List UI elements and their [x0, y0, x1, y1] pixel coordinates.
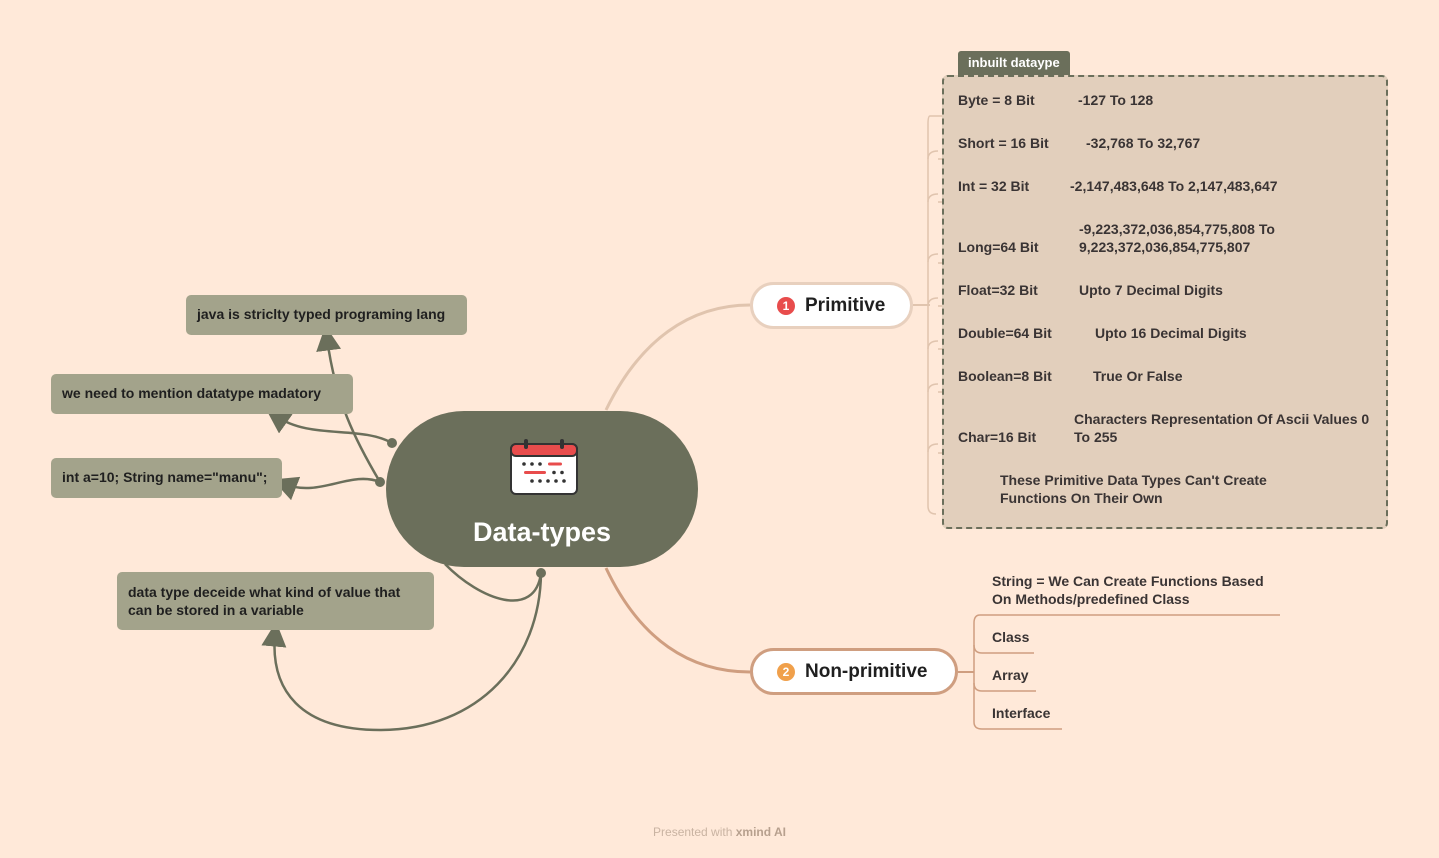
type-range-long: -9,223,372,036,854,775,808 To 9,223,372,…	[1079, 221, 1275, 255]
note-definition[interactable]: data type deceide what kind of value tha…	[117, 572, 434, 630]
type-range-boolean: True Or False	[1093, 368, 1183, 384]
primitive-branch[interactable]: 1 Primitive	[750, 282, 913, 329]
type-range-double: Upto 16 Decimal Digits	[1095, 325, 1247, 341]
boundary-title: inbuilt dataype	[958, 51, 1070, 75]
type-name-long: Long=64 Bit	[958, 239, 1039, 255]
non-primitive-interface: Interface	[992, 705, 1051, 721]
note-text: java is striclty typed programing lang	[197, 306, 446, 322]
type-name-double: Double=64 Bit	[958, 325, 1052, 341]
type-name-char: Char=16 Bit	[958, 429, 1037, 445]
primitive-label: Primitive	[805, 294, 886, 316]
footer-prefix: Presented with	[653, 825, 733, 839]
type-range-float: Upto 7 Decimal Digits	[1079, 282, 1223, 298]
non-primitive-badge: 2	[777, 662, 795, 681]
type-name-byte: Byte = 8 Bit	[958, 92, 1035, 108]
type-name-boolean: Boolean=8 Bit	[958, 368, 1052, 384]
footer-credit: Presented with xmind AI	[0, 825, 1439, 839]
note-text: int a=10; String name="manu";	[62, 469, 268, 485]
non-primitive-string: String = We Can Create Functions Based O…	[992, 573, 1264, 607]
type-range-char: Characters Representation Of Ascii Value…	[1074, 411, 1370, 445]
primitive-boundary[interactable]	[942, 75, 1388, 529]
type-name-int: Int = 32 Bit	[958, 178, 1030, 194]
non-primitive-branch[interactable]: 2 Non-primitive	[750, 648, 958, 695]
type-name-short: Short = 16 Bit	[958, 135, 1049, 151]
type-range-short: -32,768 To 32,767	[1086, 135, 1201, 151]
note-datatype-mandatory[interactable]: we need to mention datatype madatory	[51, 374, 353, 414]
note-strictly-typed[interactable]: java is striclty typed programing lang	[186, 295, 467, 335]
footer-brand: xmind AI	[735, 825, 786, 839]
primitive-badge: 1	[777, 296, 795, 315]
central-topic-title: Data-types	[472, 517, 612, 547]
note-text: data type deceide what kind of value tha…	[128, 584, 401, 618]
type-range-int: -2,147,483,648 To 2,147,483,647	[1070, 178, 1278, 194]
note-text: we need to mention datatype madatory	[62, 385, 322, 401]
type-range-byte: -127 To 128	[1078, 92, 1154, 108]
non-primitive-class: Class	[992, 629, 1030, 645]
central-topic[interactable]: Data-types	[386, 411, 698, 567]
non-primitive-label: Non-primitive	[805, 660, 928, 682]
non-primitive-array: Array	[992, 667, 1029, 683]
type-name-float: Float=32 Bit	[958, 282, 1038, 298]
note-example-code[interactable]: int a=10; String name="manu";	[51, 458, 282, 498]
primitive-note: These Primitive Data Types Can't Create …	[1000, 472, 1267, 506]
calendar-icon	[510, 439, 578, 495]
